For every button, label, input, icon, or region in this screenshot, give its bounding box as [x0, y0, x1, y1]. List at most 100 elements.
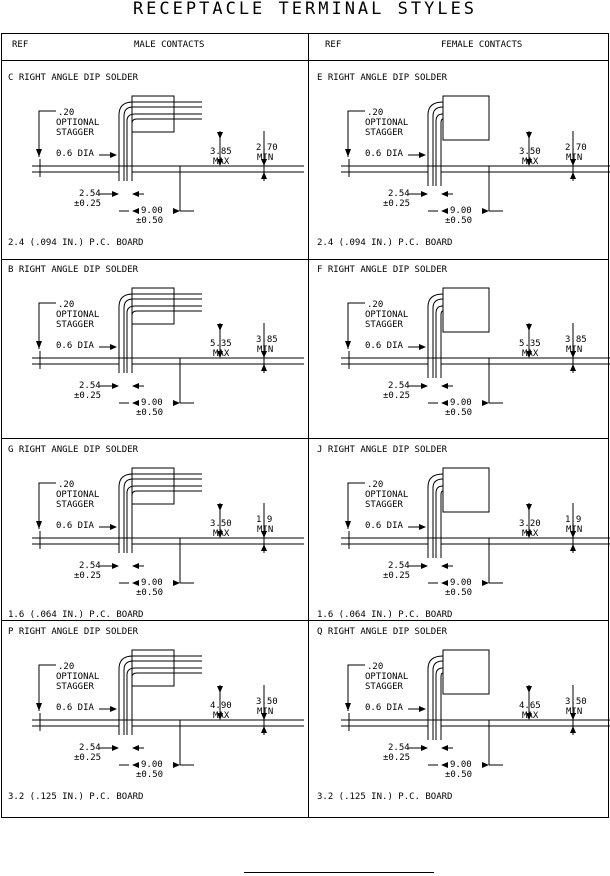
- pitch-value: 2.54: [388, 561, 410, 571]
- min-label: MIN: [566, 153, 583, 163]
- styles-table: REF MALE CONTACTS REF FEMALE CONTACTS: [0, 33, 610, 818]
- stagger-label: STAGGER: [56, 320, 94, 330]
- pitch-tolerance: ±0.25: [74, 391, 102, 401]
- max-value: 5.35: [519, 339, 541, 349]
- table-grid: [1, 33, 609, 818]
- style-title: G RIGHT ANGLE DIP SOLDER: [8, 445, 139, 455]
- dia-label: 0.6 DIA: [56, 521, 94, 531]
- offset-tolerance: ±0.50: [445, 408, 473, 418]
- offset-value: 9.00: [450, 206, 472, 216]
- footer-rule: [244, 872, 434, 873]
- dia-label: 0.6 DIA: [365, 521, 403, 531]
- offset-tolerance: ±0.50: [136, 216, 164, 226]
- dia-label: 0.6 DIA: [365, 341, 403, 351]
- stagger-label: STAGGER: [56, 500, 94, 510]
- stagger-value: .20: [58, 300, 75, 310]
- offset-value: 9.00: [141, 206, 163, 216]
- terminal-drawing: [32, 95, 304, 214]
- min-value: 3.85: [565, 335, 587, 345]
- min-label: MIN: [257, 345, 274, 355]
- style-cell-e: E RIGHT ANGLE DIP SOLDER .20 OPTIONAL ST…: [313, 71, 610, 253]
- terminal-drawing: [341, 649, 610, 768]
- max-value: 4.65: [519, 701, 541, 711]
- pitch-tolerance: ±0.25: [383, 199, 411, 209]
- offset-tolerance: ±0.50: [136, 588, 164, 598]
- pitch-value: 2.54: [79, 561, 101, 571]
- pitch-tolerance: ±0.25: [383, 753, 411, 763]
- stagger-label: STAGGER: [365, 500, 403, 510]
- stagger-value: .20: [367, 662, 384, 672]
- max-label: MAX: [213, 711, 230, 721]
- max-label: MAX: [522, 157, 539, 167]
- style-cell-f: F RIGHT ANGLE DIP SOLDER .20 OPTIONAL ST…: [313, 263, 610, 445]
- optional-label: OPTIONAL: [365, 118, 409, 128]
- min-value: 1.9: [565, 515, 582, 525]
- stagger-value: .20: [367, 480, 384, 490]
- min-label: MIN: [566, 707, 583, 717]
- dia-label: 0.6 DIA: [56, 341, 94, 351]
- pitch-value: 2.54: [79, 381, 101, 391]
- max-label: MAX: [213, 529, 230, 539]
- stagger-label: STAGGER: [365, 320, 403, 330]
- min-label: MIN: [257, 153, 274, 163]
- pitch-value: 2.54: [388, 381, 410, 391]
- min-label: MIN: [566, 525, 583, 535]
- page-title: RECEPTACLE TERMINAL STYLES: [132, 0, 478, 19]
- min-value: 2.70: [565, 143, 587, 153]
- optional-label: OPTIONAL: [56, 118, 100, 128]
- pitch-value: 2.54: [388, 743, 410, 753]
- female-contacts-header: FEMALE CONTACTS: [441, 40, 523, 50]
- pitch-tolerance: ±0.25: [74, 571, 102, 581]
- terminal-drawing: [32, 649, 304, 768]
- board-note: 3.2 (.125 IN.) P.C. BOARD: [8, 792, 144, 802]
- style-cell-p: P RIGHT ANGLE DIP SOLDER .20 OPTIONAL ST…: [4, 625, 308, 807]
- style-cell-b: B RIGHT ANGLE DIP SOLDER .20 OPTIONAL ST…: [4, 263, 308, 445]
- terminal-drawing: [341, 287, 610, 406]
- max-value: 5.35: [210, 339, 232, 349]
- male-contacts-header: MALE CONTACTS: [134, 40, 205, 50]
- board-note: 2.4 (.094 IN.) P.C. BOARD: [317, 238, 453, 248]
- style-title: F RIGHT ANGLE DIP SOLDER: [317, 265, 448, 275]
- style-cell-c: C RIGHT ANGLE DIP SOLDER .20 OPTIONAL ST…: [4, 71, 308, 253]
- style-title: E RIGHT ANGLE DIP SOLDER: [317, 73, 448, 83]
- offset-tolerance: ±0.50: [136, 770, 164, 780]
- stagger-value: .20: [58, 108, 75, 118]
- max-label: MAX: [522, 711, 539, 721]
- stagger-label: STAGGER: [365, 128, 403, 138]
- max-value: 3.85: [210, 147, 232, 157]
- offset-value: 9.00: [141, 578, 163, 588]
- terminal-drawing: [341, 467, 610, 586]
- style-cell-q: Q RIGHT ANGLE DIP SOLDER .20 OPTIONAL ST…: [313, 625, 610, 807]
- max-value: 3.50: [210, 519, 232, 529]
- max-value: 3.20: [519, 519, 541, 529]
- optional-label: OPTIONAL: [365, 672, 409, 682]
- board-note: 1.6 (.064 IN.) P.C. BOARD: [317, 610, 453, 620]
- optional-label: OPTIONAL: [365, 310, 409, 320]
- board-note: 1.6 (.064 IN.) P.C. BOARD: [8, 610, 144, 620]
- offset-tolerance: ±0.50: [445, 216, 473, 226]
- min-value: 3.50: [256, 697, 278, 707]
- max-label: MAX: [213, 349, 230, 359]
- min-value: 2.70: [256, 143, 278, 153]
- min-value: 3.50: [565, 697, 587, 707]
- optional-label: OPTIONAL: [56, 490, 100, 500]
- pitch-value: 2.54: [79, 189, 101, 199]
- offset-value: 9.00: [141, 760, 163, 770]
- offset-value: 9.00: [450, 578, 472, 588]
- max-value: 4.90: [210, 701, 232, 711]
- offset-value: 9.00: [450, 760, 472, 770]
- dia-label: 0.6 DIA: [365, 149, 403, 159]
- dia-label: 0.6 DIA: [365, 703, 403, 713]
- stagger-label: STAGGER: [56, 128, 94, 138]
- pitch-tolerance: ±0.25: [383, 571, 411, 581]
- ref-header-right: REF: [325, 40, 342, 50]
- style-title: Q RIGHT ANGLE DIP SOLDER: [317, 627, 448, 637]
- optional-label: OPTIONAL: [56, 310, 100, 320]
- pitch-tolerance: ±0.25: [74, 753, 102, 763]
- pitch-value: 2.54: [79, 743, 101, 753]
- min-value: 1.9: [256, 515, 273, 525]
- style-title: C RIGHT ANGLE DIP SOLDER: [8, 73, 139, 83]
- stagger-value: .20: [58, 662, 75, 672]
- offset-tolerance: ±0.50: [136, 408, 164, 418]
- terminal-drawing: [341, 95, 610, 214]
